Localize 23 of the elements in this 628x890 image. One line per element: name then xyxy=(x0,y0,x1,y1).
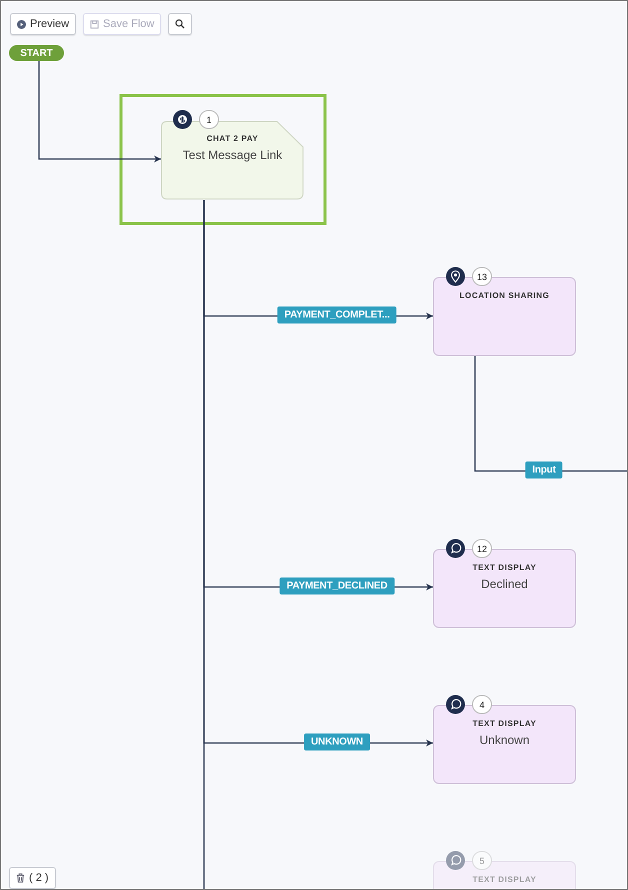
button-label: Preview xyxy=(30,18,70,30)
step-type-label: LOCATION SHARING xyxy=(458,291,550,300)
button-label: Save Flow xyxy=(103,18,154,30)
step-type-label: TEXT DISPLAY xyxy=(472,875,538,884)
step-number-badge: 5 xyxy=(472,851,492,870)
step-type-label: TEXT DISPLAY xyxy=(472,719,538,728)
edge-label: PAYMENT_COMPLET... xyxy=(277,306,397,324)
edge-label: Input xyxy=(525,462,563,478)
step-number-badge: 1 xyxy=(199,110,219,129)
step-number-badge: 12 xyxy=(472,539,492,558)
step-title: Unknown xyxy=(478,733,531,747)
button-label: ( 2 ) xyxy=(29,872,49,884)
edge-label: PAYMENT_DECLINED xyxy=(280,578,394,594)
step-number-badge: 4 xyxy=(472,695,492,714)
step-title: Test Message Link xyxy=(182,148,284,162)
edge-label: UNKNOWN xyxy=(304,734,370,750)
step-type-label: TEXT DISPLAY xyxy=(472,563,538,572)
start-pill xyxy=(9,45,64,61)
connector-arrow xyxy=(38,61,161,162)
step-type-label: CHAT 2 PAY xyxy=(206,134,260,143)
step-title: Declined xyxy=(480,577,529,591)
step-number-badge: 13 xyxy=(472,267,492,286)
start-label: START xyxy=(20,48,53,58)
